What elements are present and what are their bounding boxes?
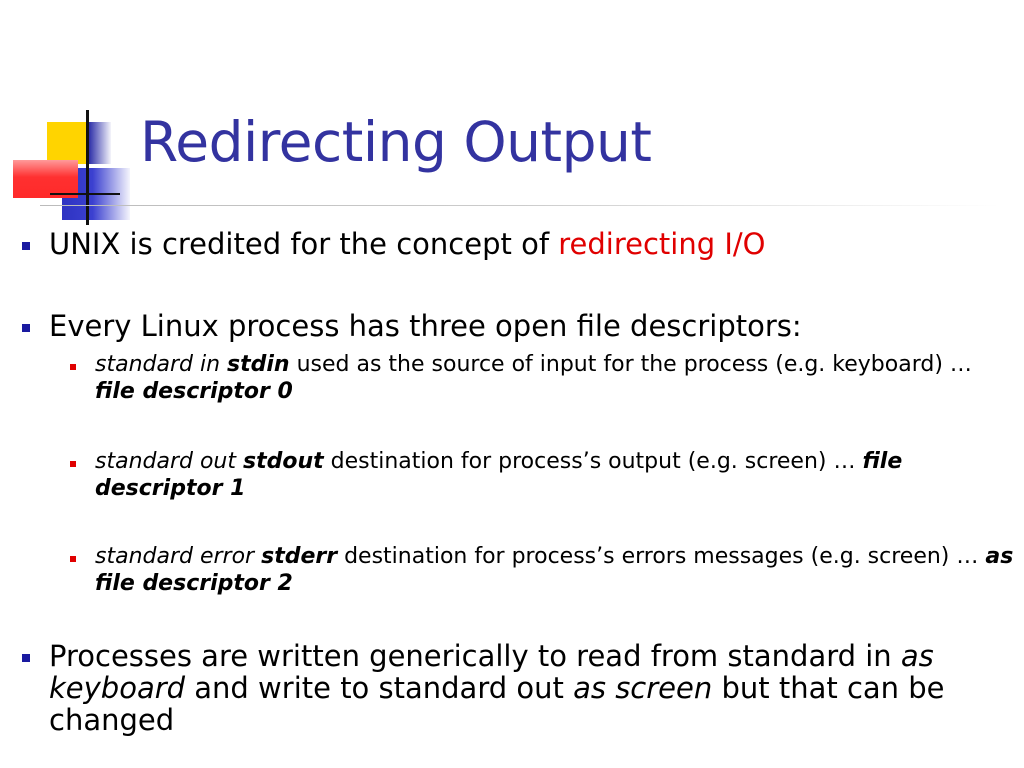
file-descriptor-label: file descriptor 0 [95,379,293,404]
stream-label: standard error [95,544,255,569]
stream-keyword: stderr [261,544,338,569]
stream-keyword: stdin [227,352,290,377]
stream-label: standard out [95,449,236,474]
sub-bullet-stderr: standard error stderr destination for pr… [95,543,1015,597]
stream-description: destination for process’s output (e.g. s… [330,449,856,474]
sub-bullet-square-icon [70,461,76,467]
bullet-text: but that can be changed [49,671,945,737]
title-decoration [0,0,140,230]
bullet-text: UNIX is credited for the concept of [49,227,559,261]
stream-keyword: stdout [243,449,324,474]
bullet-descriptors: Every Linux process has three open file … [49,309,802,343]
vertical-line [86,110,89,225]
highlight-text: redirecting I/O [558,227,766,261]
stream-description: destination for process’s errors message… [344,544,979,569]
italic-text: as keyboard [49,639,934,705]
italic-text: as screen [573,671,713,705]
bullet-square-icon [22,654,30,662]
blue-fade-shape [89,122,111,164]
sub-bullet-stdout: standard out stdout destination for proc… [95,448,1015,502]
file-descriptor-label: as file descriptor 2 [95,544,1014,596]
title-divider [40,205,1000,206]
stream-label: standard in [95,352,221,377]
bullet-processes: Processes are written generically to rea… [49,640,999,736]
bullet-square-icon [22,324,30,332]
sub-bullet-square-icon [70,364,76,370]
stream-description: used as the source of input for the proc… [296,352,972,377]
bullet-redirecting: UNIX is credited for the concept of redi… [49,228,999,260]
file-descriptor-label: file descriptor 1 [95,449,903,501]
bullet-text: Processes are written generically to rea… [49,639,892,673]
slide-title: Redirecting Output [140,110,652,174]
horizontal-line [50,193,120,195]
bullet-text: and write to standard out [194,671,564,705]
red-square-shape [13,160,78,198]
sub-bullet-stdin: standard in stdin used as the source of … [95,351,1015,405]
sub-bullet-square-icon [70,556,76,562]
bullet-square-icon [22,242,30,250]
yellow-square-shape [47,122,89,164]
